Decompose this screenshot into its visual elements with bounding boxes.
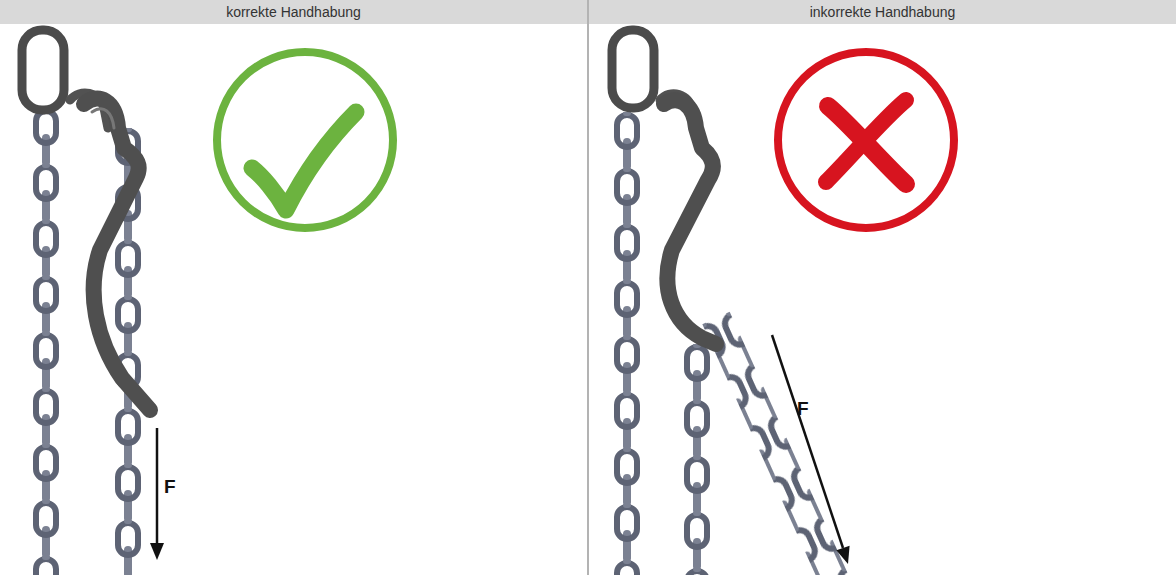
shortening-hook [664, 100, 716, 344]
header-text: korrekte Handhabung [226, 4, 361, 20]
header-band: korrekte Handhabung [0, 0, 587, 24]
shortening-hook [84, 99, 150, 410]
header-text: inkorrekte Handhabung [810, 4, 956, 20]
cross-symbol [778, 52, 954, 228]
chain-strand [31, 108, 61, 575]
force-arrow [772, 335, 850, 564]
force-label: F [164, 476, 176, 498]
master-link [22, 30, 64, 110]
chain-strand [682, 344, 712, 575]
panel-divider [587, 0, 589, 575]
correct-sling [22, 30, 150, 575]
master-link [612, 30, 654, 108]
chain-strand [612, 112, 642, 575]
incorrect-sling [612, 30, 849, 575]
force-arrow [150, 428, 164, 560]
header-band: inkorrekte Handhabung [589, 0, 1176, 24]
hook-highlight [92, 109, 114, 128]
force-label: F [797, 398, 809, 420]
check-symbol [217, 52, 393, 228]
chain-strand [702, 312, 849, 575]
